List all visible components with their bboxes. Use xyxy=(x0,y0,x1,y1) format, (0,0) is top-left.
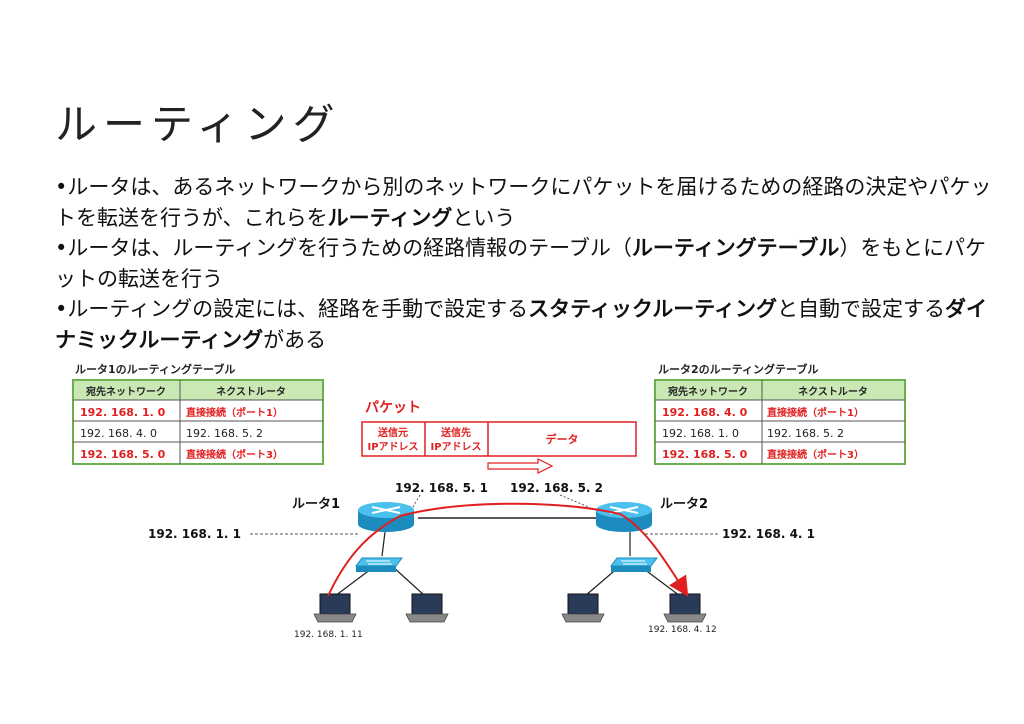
router1-row2-dest: 192. 168. 4. 0 xyxy=(80,427,157,440)
router2-row1-next: 直接接続（ポート1） xyxy=(767,406,864,419)
router1-label: ルータ1 xyxy=(292,497,340,512)
router1-row1-dest: 192. 168. 1. 0 xyxy=(80,406,166,419)
packet-src-line2: IPアドレス xyxy=(367,441,418,453)
laptop-left2-icon xyxy=(405,593,449,623)
link-ip-left: 192. 168. 5. 1 xyxy=(395,481,488,495)
switch-right-icon xyxy=(610,557,658,572)
router2-header-dest: 宛先ネットワーク xyxy=(667,385,748,398)
pc-left-ip: 192. 168. 1. 11 xyxy=(294,630,363,640)
page-title: ルーティング xyxy=(55,100,341,149)
router1-table-caption: ルータ1のルーティングテーブル xyxy=(75,362,235,376)
router1-row1-next: 直接接続（ポート1） xyxy=(186,406,283,419)
bullet-routing-definition: •ルータは、あるネットワークから別のネットワークにパケットを届けるための経路の決… xyxy=(55,175,992,230)
bullet-routing-table: •ルータは、ルーティングを行うための経路情報のテーブル（ルーティングテーブル）を… xyxy=(55,236,986,291)
router1-row2-next: 192. 168. 5. 2 xyxy=(186,427,263,440)
bullet-list: •ルータは、あるネットワークから別のネットワークにパケットを届けるための経路の決… xyxy=(55,172,995,355)
router2-header-next: ネクストルータ xyxy=(798,386,868,398)
packet-data-label: データ xyxy=(546,432,579,446)
router1-row3-dest: 192. 168. 5. 0 xyxy=(80,448,166,461)
net-left-ip: 192. 168. 1. 1 xyxy=(148,527,241,541)
router2-row2-next: 192. 168. 5. 2 xyxy=(767,427,844,440)
router2-label: ルータ2 xyxy=(660,497,708,512)
packet-route-path xyxy=(327,502,689,597)
laptop-right2-icon xyxy=(663,593,707,623)
router2-row3-dest: 192. 168. 5. 0 xyxy=(662,448,748,461)
router2-row2-dest: 192. 168. 1. 0 xyxy=(662,427,739,440)
router2-icon xyxy=(596,502,652,532)
router1-routing-table: ルータ1のルーティングテーブル 宛先ネットワーク ネクストルータ 192. 16… xyxy=(72,362,324,465)
laptop-left1-icon xyxy=(313,593,357,623)
packet-label: パケット xyxy=(365,400,421,416)
packet-structure: パケット 送信元 IPアドレス 送信先 IPアドレス データ xyxy=(361,400,637,474)
pc-right-ip: 192. 168. 4. 12 xyxy=(648,625,717,635)
net-right-ip: 192. 168. 4. 1 xyxy=(722,527,815,541)
router1-header-next: ネクストルータ xyxy=(216,386,286,398)
laptop-right1-icon xyxy=(561,593,605,623)
switch-left-icon xyxy=(355,557,403,572)
packet-dst-line1: 送信先 xyxy=(440,426,471,439)
router2-table-caption: ルータ2のルーティングテーブル xyxy=(658,362,818,376)
packet-dst-line2: IPアドレス xyxy=(430,441,481,453)
link-ip-right: 192. 168. 5. 2 xyxy=(510,481,603,495)
router1-header-dest: 宛先ネットワーク xyxy=(85,385,166,398)
bullet-routing-types: •ルーティングの設定には、経路を手動で設定するスタティックルーティングと自動で設… xyxy=(55,297,987,352)
router1-row3-next: 直接接続（ポート3） xyxy=(186,448,283,461)
router2-routing-table: ルータ2のルーティングテーブル 宛先ネットワーク ネクストルータ 192. 16… xyxy=(654,362,906,465)
packet-src-line1: 送信元 xyxy=(377,426,408,439)
router2-row1-dest: 192. 168. 4. 0 xyxy=(662,406,748,419)
packet-direction-arrow-icon xyxy=(487,458,554,474)
router2-row3-next: 直接接続（ポート3） xyxy=(767,448,864,461)
router1-icon xyxy=(358,502,414,532)
